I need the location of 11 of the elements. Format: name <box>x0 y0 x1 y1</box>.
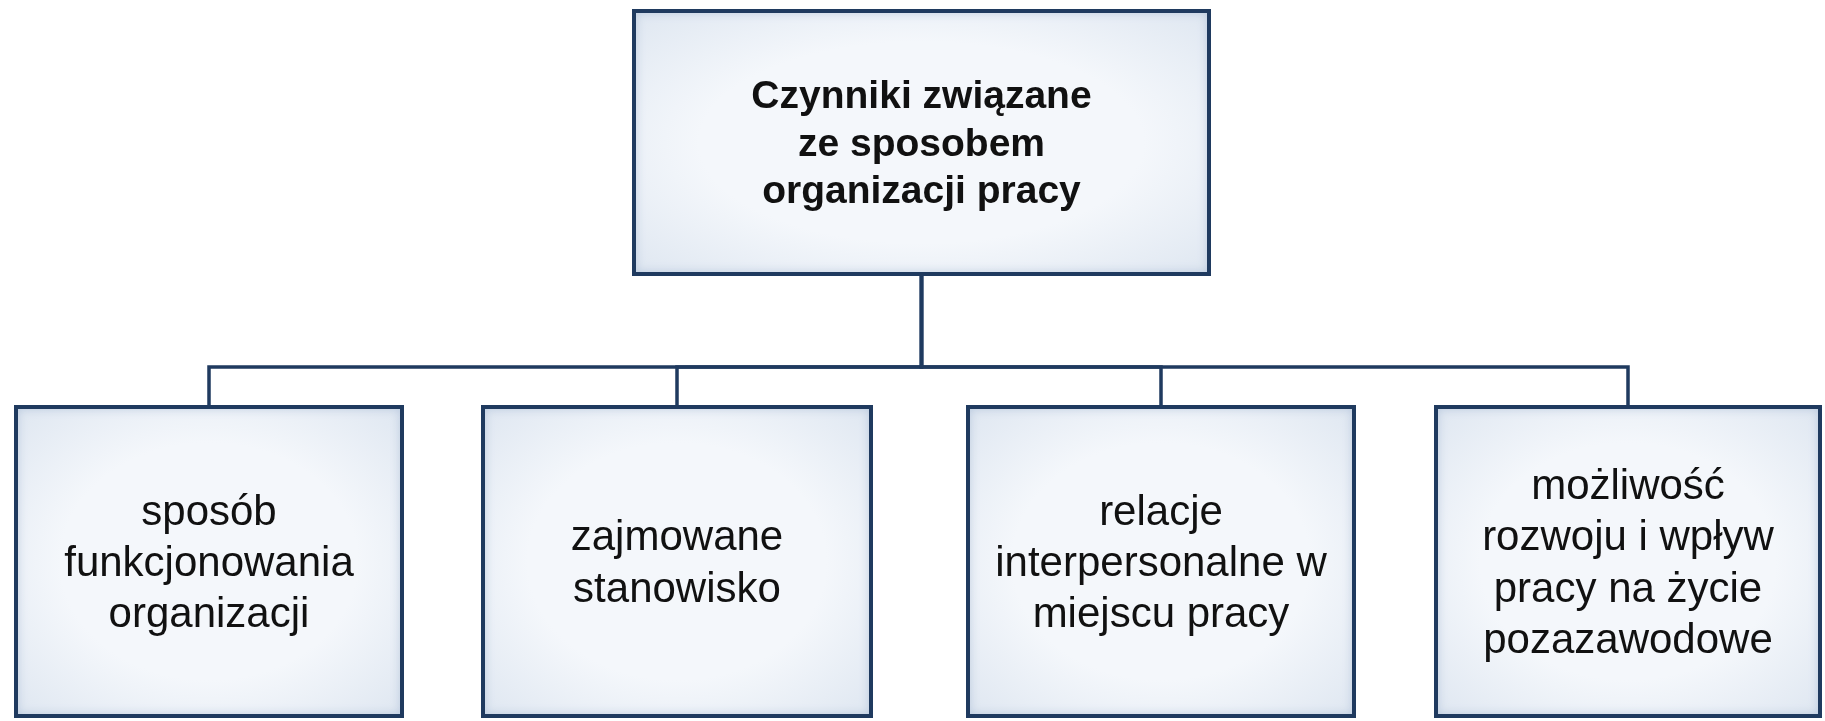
box-text: relacje interpersonalne w miejscu pracy <box>994 485 1328 639</box>
text-box <box>632 9 1211 276</box>
text-box <box>14 405 404 718</box>
box-text: możliwość rozwoju i wpływ pracy na życie pozazawodowe <box>1481 460 1775 664</box>
heading-text: Czynniki związane ze sposobem organizacji pracy <box>750 72 1093 214</box>
box-text: sposób funkcjonowania organizacji <box>63 485 355 639</box>
text-box <box>1434 405 1822 718</box>
text-box <box>966 405 1356 718</box>
text-box <box>481 405 873 718</box>
connector-line <box>919 276 1630 405</box>
box-text: zajmowane stanowisko <box>569 511 785 613</box>
